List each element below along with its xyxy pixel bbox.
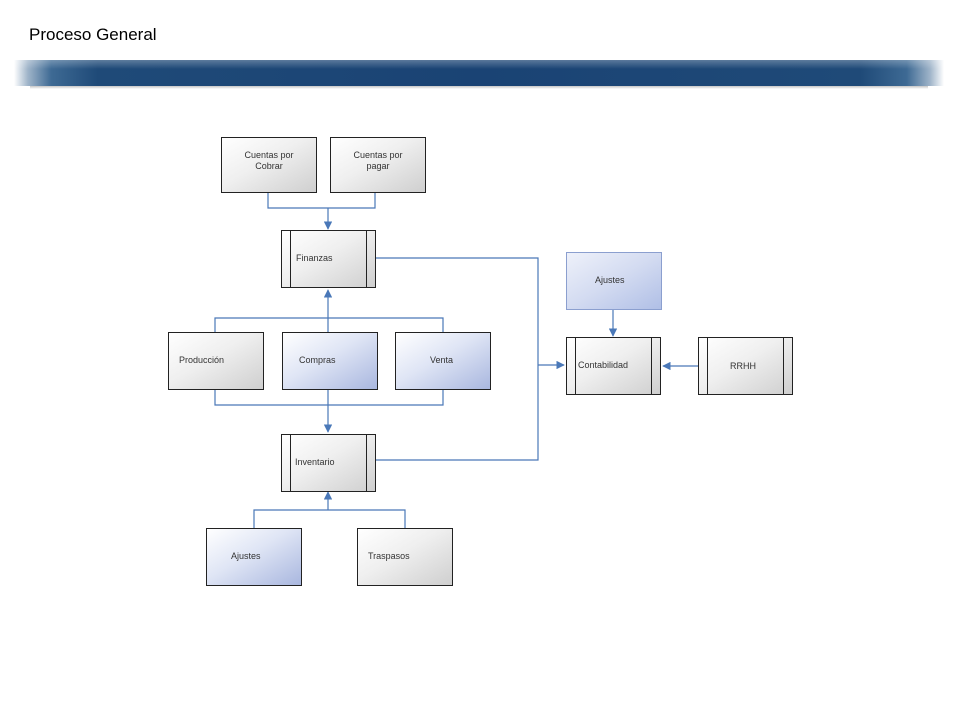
node-label-compras: Compras: [299, 355, 336, 365]
node-traspasos[interactable]: Traspasos: [357, 528, 453, 586]
page-title: Proceso General: [29, 25, 157, 44]
node-contabilidad[interactable]: Contabilidad: [566, 337, 661, 395]
title-banner: [14, 60, 944, 86]
node-label-ajustes-inventario: Ajustes: [231, 551, 261, 561]
connector-cuentas-pagar: [328, 192, 376, 209]
connector-bottom-bracket: [214, 389, 444, 406]
node-finanzas[interactable]: Finanzas: [281, 230, 376, 288]
node-label-ajustes-contabilidad: Ajustes: [595, 275, 625, 285]
node-label-venta: Venta: [430, 355, 454, 365]
node-compras[interactable]: Compras: [282, 332, 378, 390]
node-inventario[interactable]: Inventario: [281, 434, 376, 492]
connector-finanzas-contabilidad: [376, 257, 539, 461]
banner-shadow: [30, 86, 928, 89]
connector-top-bracket: [214, 317, 444, 332]
connector-cuentas-cobrar: [267, 192, 328, 209]
connector-ajustes-traspasos: [253, 509, 406, 528]
node-produccion[interactable]: Producción: [168, 332, 264, 390]
node-ajustes-contabilidad[interactable]: Ajustes: [566, 252, 662, 310]
node-cuentas-por-cobrar[interactable]: Cuentas por Cobrar: [221, 137, 317, 193]
node-label-produccion: Producción: [179, 355, 225, 365]
node-venta[interactable]: Venta: [395, 332, 491, 390]
node-cuentas-por-pagar[interactable]: Cuentas por pagar: [330, 137, 426, 193]
node-label-cuentas-por-pagar: Cuentas por pagar: [353, 150, 403, 171]
node-label-rrhh: RRHH: [730, 361, 756, 371]
node-label-finanzas: Finanzas: [296, 253, 333, 263]
node-label-traspasos: Traspasos: [368, 551, 410, 561]
node-label-contabilidad: Contabilidad: [578, 360, 629, 370]
node-label-inventario: Inventario: [295, 457, 335, 467]
node-rrhh[interactable]: RRHH: [698, 337, 793, 395]
node-ajustes-inventario[interactable]: Ajustes: [206, 528, 302, 586]
node-label-cuentas-por-cobrar: Cuentas por Cobrar: [244, 150, 294, 171]
